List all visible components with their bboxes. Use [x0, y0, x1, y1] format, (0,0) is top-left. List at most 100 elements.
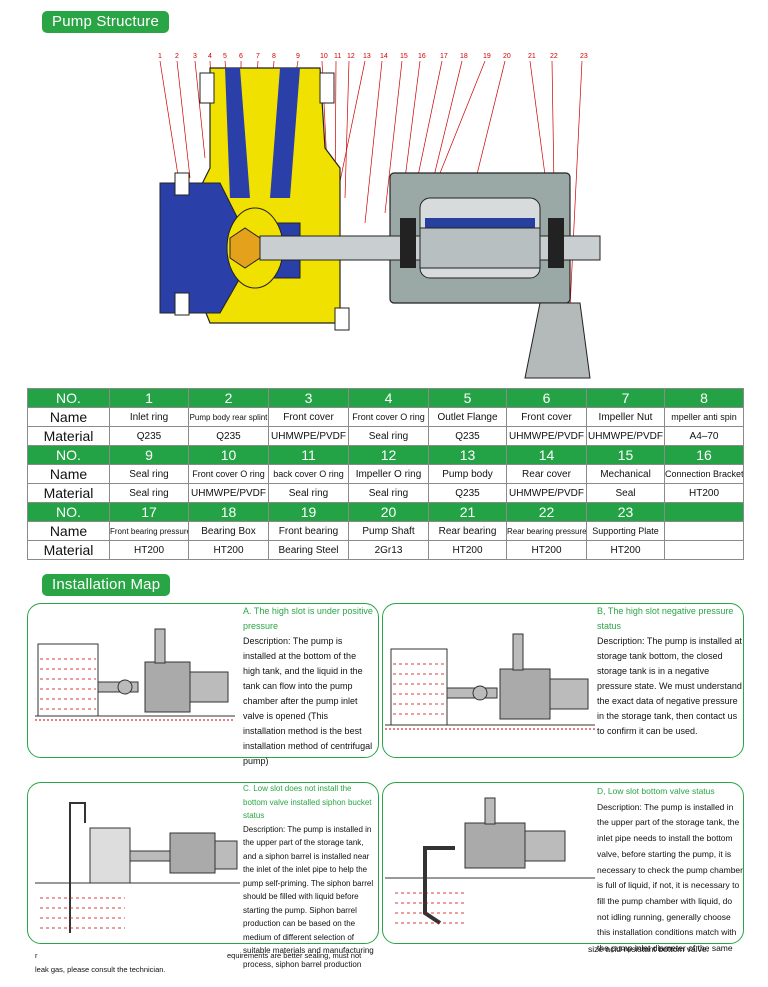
table-cell-no: 5 [428, 388, 507, 408]
install-tail-c-left: r [35, 951, 38, 960]
table-cell-material: 2Gr13 [348, 540, 429, 560]
callout-number: 4 [208, 53, 212, 60]
callout-number: 10 [320, 53, 328, 60]
callout-line [364, 60, 383, 224]
table-cell-name: Outlet Flange [428, 407, 507, 427]
row-header-name: Name [27, 521, 110, 541]
install-diagram-d [385, 797, 595, 925]
table-cell-material: Seal [586, 483, 665, 503]
callout-number: 16 [418, 53, 426, 60]
bolt-2 [319, 72, 335, 104]
front-bearing [400, 218, 416, 268]
table-cell-name: Rear cover [506, 464, 587, 484]
install-body-a: Description: The pump is installed at th… [243, 636, 373, 766]
callout-line [344, 60, 350, 199]
table-cell-name: Connection Bracket [664, 464, 744, 484]
table-cell-material: Seal ring [268, 483, 349, 503]
inlet-channel [225, 68, 250, 198]
callout-number: 5 [223, 53, 227, 60]
table-cell-material: HT200 [506, 540, 587, 560]
table-cell-material: Seal ring [348, 483, 429, 503]
table-cell-name: Supporting Plate [586, 521, 665, 541]
table-cell-material: Q235 [428, 483, 507, 503]
callout-line [176, 60, 191, 179]
callout-number: 22 [550, 53, 558, 60]
callout-number: 1 [158, 53, 162, 60]
table-cell-name: Mechanical [586, 464, 665, 484]
row-header-material: Material [27, 426, 110, 446]
table-cell-no: 17 [109, 502, 189, 522]
install-desc-b: B, The high slot negative pressure statu… [597, 604, 743, 739]
callout-number: 21 [528, 53, 536, 60]
table-cell-no: 23 [586, 502, 665, 522]
table-cell-no: 20 [348, 502, 429, 522]
table-cell-no: 8 [664, 388, 744, 408]
install-title-c: C. Low slot does not install the bottom … [243, 784, 372, 820]
table-cell-name [664, 521, 744, 541]
install-card-c [27, 782, 379, 944]
table-cell-material: HT200 [586, 540, 665, 560]
table-cell-name: Impeller O ring [348, 464, 429, 484]
row-header-no: NO. [27, 388, 110, 408]
row-header-no: NO. [27, 445, 110, 465]
table-cell-material: Q235 [188, 426, 269, 446]
table-cell-name: Rear bearing pressure plate [506, 521, 587, 541]
table-cell-material: HT200 [664, 483, 744, 503]
install-desc-d: D, Low slot bottom valve status Descript… [597, 784, 743, 957]
table-cell-name: Inlet ring [109, 407, 189, 427]
callout-number: 14 [380, 53, 388, 60]
install-title-b: B, The high slot negative pressure statu… [597, 606, 734, 631]
table-cell-no: 22 [506, 502, 587, 522]
installation-map-badge: Installation Map [42, 574, 171, 596]
table-cell-material: Seal ring [348, 426, 429, 446]
table-cell-no: 11 [268, 445, 349, 465]
callout-number: 7 [256, 53, 260, 60]
table-cell-material: Seal ring [109, 483, 189, 503]
callout-number: 23 [580, 53, 588, 60]
table-cell-material [664, 540, 744, 560]
bolt-5 [334, 307, 350, 331]
callout-number: 8 [272, 53, 276, 60]
table-cell-name: Front bearing [268, 521, 349, 541]
table-cell-no: 16 [664, 445, 744, 465]
callout-number: 12 [347, 53, 355, 60]
table-cell-no: 6 [506, 388, 587, 408]
callout-number: 17 [440, 53, 448, 60]
callout-number: 13 [363, 53, 371, 60]
row-header-no: NO. [27, 502, 110, 522]
row-header-name: Name [27, 464, 110, 484]
table-cell-no: 18 [188, 502, 269, 522]
table-cell-no: 13 [428, 445, 507, 465]
install-title-d: D, Low slot bottom valve status [597, 786, 715, 796]
table-cell-material: Q235 [109, 426, 189, 446]
callout-number: 19 [483, 53, 491, 60]
table-cell-name: Impeller Nut [586, 407, 665, 427]
table-cell-name: Front cover [268, 407, 349, 427]
callout-number: 9 [296, 53, 300, 60]
install-card-d [382, 782, 744, 944]
table-cell-name: Seal ring [109, 464, 189, 484]
table-cell-no: 3 [268, 388, 349, 408]
table-cell-name: Front cover O ring [188, 464, 269, 484]
shaft-center [419, 227, 541, 269]
table-cell-name: Front cover O ring [348, 407, 429, 427]
install-tail-d: size acid-resistant bottom valve. [588, 944, 709, 954]
rear-bearing [548, 218, 564, 268]
callout-number: 20 [503, 53, 511, 60]
table-cell-name: Pump body rear splint [188, 407, 269, 427]
bolt-4 [174, 292, 190, 316]
callout-line [159, 60, 181, 189]
install-diagram-c [35, 802, 240, 933]
table-cell-no: 7 [586, 388, 665, 408]
table-cell-name: Pump body [428, 464, 507, 484]
table-cell-material: HT200 [109, 540, 189, 560]
callout-number: 15 [400, 53, 408, 60]
table-cell-material: UHMWPE/PVDF [506, 426, 587, 446]
table-cell-name: back cover O ring [268, 464, 349, 484]
